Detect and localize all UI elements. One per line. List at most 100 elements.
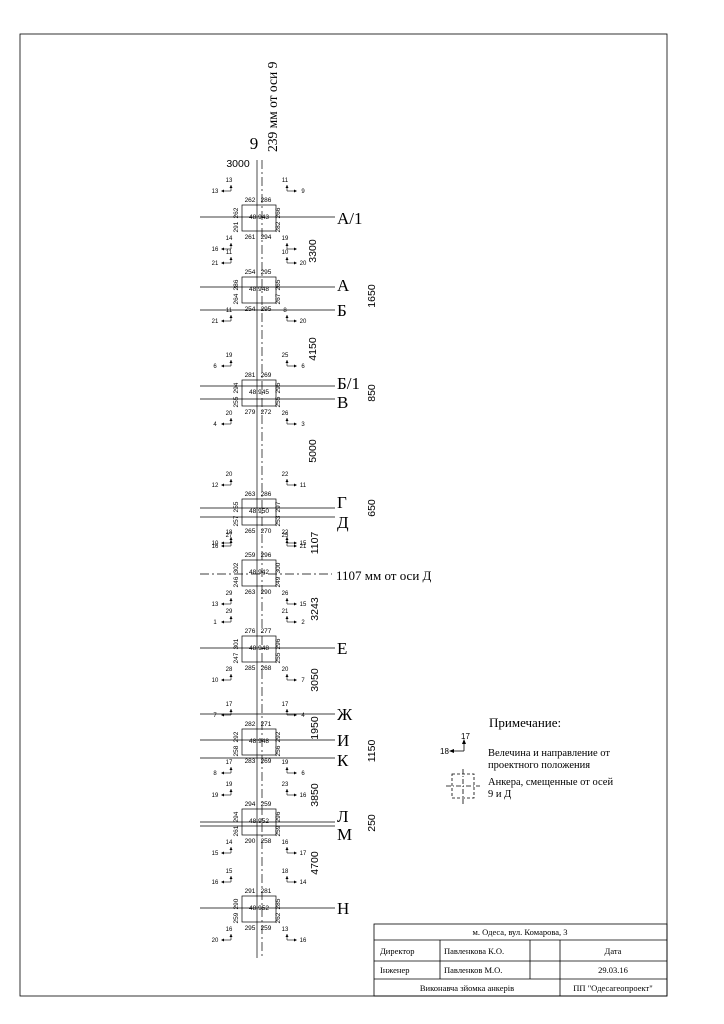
note-deviation-text-line2: проектного положения	[488, 760, 590, 771]
left-dimension-3000: 3000	[226, 158, 250, 170]
anchor-left-value: 255	[233, 501, 240, 512]
anchor-top-right-value: 286	[261, 491, 272, 498]
anchor-center-elevation: 48.948	[249, 738, 269, 745]
deviation-marker: 207	[282, 667, 306, 684]
deviation-value-vertical: 11	[226, 250, 233, 256]
deviation-value-horizontal: 17	[300, 851, 307, 857]
anchor-bottom-left-value: 279	[245, 409, 256, 416]
axis-label: А	[337, 276, 350, 295]
deviation-value-vertical: 19	[282, 236, 289, 242]
deviation-value-vertical: 18	[282, 869, 289, 875]
deviation-value-horizontal: 16	[212, 880, 219, 886]
anchor-top-left-value: 281	[245, 372, 256, 379]
anchor-square	[241, 808, 277, 836]
anchor-center-elevation: 48.952	[249, 905, 269, 912]
anchor-right-value: 266	[275, 207, 282, 218]
dimension-value: 3050	[309, 668, 321, 692]
dimension-value: 5000	[307, 439, 319, 463]
anchor-top-right-value: 295	[261, 269, 272, 276]
anchor-bottom-right-value: 269	[261, 758, 272, 765]
deviation-value-vertical: 11	[226, 308, 233, 314]
deviation-value-vertical: 26	[282, 591, 289, 597]
anchor-left-value: 258	[233, 745, 240, 756]
anchor-bottom-left-value: 265	[245, 528, 256, 535]
deviation-value-horizontal: 14	[300, 880, 307, 886]
axis-label: К	[337, 751, 349, 770]
anchor-bottom-right-value: 295	[261, 306, 272, 313]
anchor-right-value: 259	[275, 825, 282, 836]
anchor-right-value: 295	[275, 382, 282, 393]
deviation-value-vertical: 22	[282, 472, 289, 478]
axis-label: Н	[337, 899, 349, 918]
deviation-value-horizontal: 4	[301, 713, 305, 719]
deviation-marker: 26 15	[282, 591, 307, 608]
dimension-value: 850	[366, 384, 378, 402]
anchor-center-elevation: 48.948	[249, 286, 269, 293]
anchor-top-left-value: 294	[245, 801, 256, 808]
anchor-right-value: 285	[275, 898, 282, 909]
deviation-value-horizontal: 16	[212, 544, 219, 550]
anchor-top-right-value: 296	[261, 552, 272, 559]
anchor-left-value: 292	[233, 731, 240, 742]
anchor-right-value: 292	[275, 731, 282, 742]
dimension-value: 1650	[366, 284, 378, 308]
deviation-value-horizontal: 6	[213, 364, 217, 370]
axis-label: А/1	[337, 209, 363, 228]
deviation-value-vertical: 14	[226, 840, 233, 846]
anchor-bottom-right-value: 268	[261, 665, 272, 672]
axis-9-offset-label: 239 мм от оси 9	[265, 61, 280, 152]
dimension-value: 3300	[307, 239, 319, 263]
anchor-square	[241, 895, 277, 923]
anchor-square	[241, 276, 277, 304]
anchor-left-value: 259	[233, 912, 240, 923]
axis-label: Ж	[337, 705, 353, 724]
dimension-value: 3243	[309, 597, 321, 621]
dimension-value: 3850	[309, 783, 321, 807]
anchor-left-value: 290	[233, 898, 240, 909]
anchor-bottom-left-value: 261	[245, 234, 256, 241]
deviation-value-vertical: 14	[226, 236, 233, 242]
deviation-value-vertical: 8	[283, 308, 287, 314]
deviation-value-vertical: 25	[282, 533, 289, 539]
anchor-top-right-value: 269	[261, 372, 272, 379]
anchor-top-left-value: 291	[245, 888, 256, 895]
deviation-value-horizontal: 13	[212, 602, 219, 608]
anchor-left-value: 264	[233, 293, 240, 304]
anchor-top-right-value: 271	[261, 721, 272, 728]
deviation-value-horizontal: 9	[301, 189, 305, 195]
deviation-marker: 212	[282, 609, 306, 626]
title-block-date-label: Дата	[605, 946, 622, 956]
deviation-value-vertical: 29	[226, 609, 233, 615]
deviation-marker: 174	[282, 702, 306, 719]
anchor-top-right-value: 259	[261, 801, 272, 808]
deviation-marker: 119	[282, 178, 305, 195]
anchor-left-value: 294	[233, 382, 240, 393]
deviation-value-vertical: 21	[282, 609, 289, 615]
axis-label: 1107 мм от оси Д	[336, 568, 432, 583]
deviation-value-horizontal: 8	[213, 771, 217, 777]
deviation-value-horizontal: 15	[300, 602, 307, 608]
deviation-value-vertical: 22	[282, 530, 289, 536]
anchor-right-value: 282	[275, 221, 282, 232]
anchor-right-value: 297	[275, 501, 282, 512]
deviation-marker: 256	[282, 353, 306, 370]
deviation-value-horizontal: 1	[213, 620, 217, 626]
